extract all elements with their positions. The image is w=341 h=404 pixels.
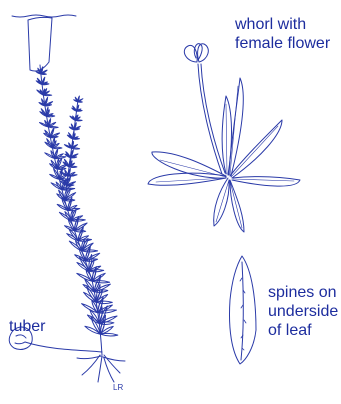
- leaf: [48, 127, 58, 128]
- leaf: [69, 166, 77, 167]
- leaf: [96, 301, 112, 303]
- leaf: [92, 281, 109, 283]
- water-surface-line: [12, 15, 76, 17]
- flower-stalk: [198, 64, 225, 174]
- emergent-stem: [28, 17, 52, 71]
- leaf: [75, 120, 82, 121]
- leaf: [78, 101, 83, 102]
- spines-label-line3: of leaf: [268, 321, 338, 340]
- spines-label-line2: underside: [268, 302, 338, 321]
- tuber-label: tuber: [9, 317, 45, 336]
- flower-petal-right: [198, 44, 209, 62]
- side-branch-leaves: [60, 96, 83, 186]
- leaf: [43, 95, 51, 96]
- leaf: [72, 148, 80, 149]
- runner-to-tuber: [25, 342, 102, 352]
- whorl-leaf-2: [148, 173, 226, 185]
- whorl-label-line1: whorl with: [235, 15, 330, 34]
- spines-label-line1: spines on: [268, 283, 338, 302]
- leaf-midrib: [241, 262, 243, 360]
- whorl-label-line2: female flower: [235, 34, 330, 53]
- whorl-leaf-8: [232, 177, 300, 186]
- tuber-label-text: tuber: [9, 317, 45, 336]
- leaf: [52, 147, 62, 148]
- roots: [77, 355, 125, 382]
- tuber-inner-detail: [15, 335, 26, 344]
- leaf-underside-illustration: [229, 256, 256, 364]
- spines-label: spines on underside of leaf: [268, 283, 338, 340]
- whorl-leaf-3: [214, 178, 229, 226]
- whorl-flower-illustration: [148, 44, 300, 232]
- artist-mark: LR: [113, 383, 123, 392]
- leaf: [41, 74, 47, 75]
- leaf: [100, 333, 117, 336]
- whorl-leaf-4: [230, 180, 244, 232]
- whorl-label: whorl with female flower: [235, 15, 330, 53]
